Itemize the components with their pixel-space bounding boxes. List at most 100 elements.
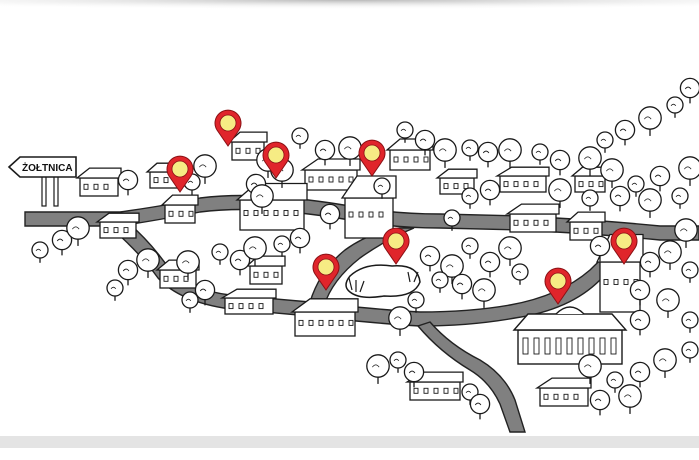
house [75, 167, 122, 197]
tree [117, 259, 139, 286]
marker-pin[interactable] [610, 227, 638, 265]
markers [166, 109, 638, 305]
tree [106, 279, 124, 301]
marker-pin[interactable] [166, 155, 194, 193]
marker-pin[interactable] [262, 141, 290, 179]
marker-pin[interactable] [312, 253, 340, 291]
tree [629, 309, 651, 336]
tree [681, 261, 699, 283]
house [227, 131, 268, 161]
tree [314, 139, 336, 166]
tree [243, 236, 267, 266]
tree [31, 241, 49, 263]
tree [600, 158, 624, 188]
tree [396, 121, 414, 143]
tree [629, 279, 651, 306]
south-road [416, 321, 526, 433]
tree [477, 141, 499, 168]
house [245, 255, 286, 285]
tree [638, 188, 662, 218]
pond [345, 264, 421, 299]
tree [373, 177, 391, 199]
sign-pole [41, 175, 47, 207]
marker-pin[interactable] [382, 227, 410, 265]
tree [250, 184, 274, 214]
tree [581, 189, 599, 211]
tree [638, 106, 662, 136]
tree [606, 371, 624, 393]
reeds [348, 271, 419, 293]
tree [658, 240, 682, 270]
tree [443, 209, 461, 231]
tree [181, 291, 199, 313]
tree [194, 279, 216, 306]
house [504, 203, 560, 233]
sign-pole-2 [53, 175, 59, 207]
map-pin-icon [358, 139, 386, 177]
tree [51, 229, 73, 256]
tree [389, 351, 407, 373]
tree [549, 149, 571, 176]
tree [66, 216, 90, 246]
house [534, 377, 592, 407]
tree [414, 129, 436, 156]
map-pin-icon [262, 141, 290, 179]
tree [671, 187, 689, 209]
house [160, 194, 199, 224]
tree [176, 250, 200, 280]
manor-house [512, 306, 628, 365]
tree [649, 165, 671, 192]
map-pin-icon [382, 227, 410, 265]
marker-pin[interactable] [358, 139, 386, 177]
bottom-shadow [0, 436, 699, 448]
tree [289, 227, 311, 254]
marker-pin[interactable] [544, 267, 572, 305]
marker-pin[interactable] [214, 109, 242, 147]
house [565, 211, 606, 241]
tree [211, 243, 229, 265]
house [290, 298, 359, 337]
tree [653, 348, 677, 378]
tree [609, 185, 631, 212]
tree [291, 127, 309, 149]
tree [472, 278, 496, 308]
tree [656, 288, 680, 318]
tree [678, 156, 699, 186]
tree [627, 175, 645, 197]
tree [681, 341, 699, 363]
tree [596, 131, 614, 153]
tree [498, 138, 522, 168]
tree [531, 143, 549, 165]
tree [578, 146, 602, 176]
tree [511, 263, 529, 285]
tree [589, 389, 611, 416]
tree [433, 138, 457, 168]
house [219, 288, 277, 315]
top-shadow [0, 0, 699, 12]
tree [469, 393, 491, 420]
tree [666, 96, 684, 118]
tree [679, 77, 699, 104]
tree [136, 248, 160, 278]
tree [419, 245, 441, 272]
tree [629, 361, 651, 388]
tree [461, 139, 479, 161]
tree [319, 203, 341, 230]
tree [431, 271, 449, 293]
map-pin-icon [214, 109, 242, 147]
tree [366, 354, 390, 384]
tree [639, 251, 661, 278]
signpost: ŻOŁTNICA [7, 156, 77, 207]
tree [440, 254, 464, 284]
map-pin-icon [544, 267, 572, 305]
trees [31, 77, 699, 420]
tree [498, 236, 522, 266]
tree [407, 291, 425, 313]
map-pin-icon [312, 253, 340, 291]
tree [451, 273, 473, 300]
house [299, 158, 361, 191]
tree [674, 218, 698, 248]
map-pin-icon [610, 227, 638, 265]
